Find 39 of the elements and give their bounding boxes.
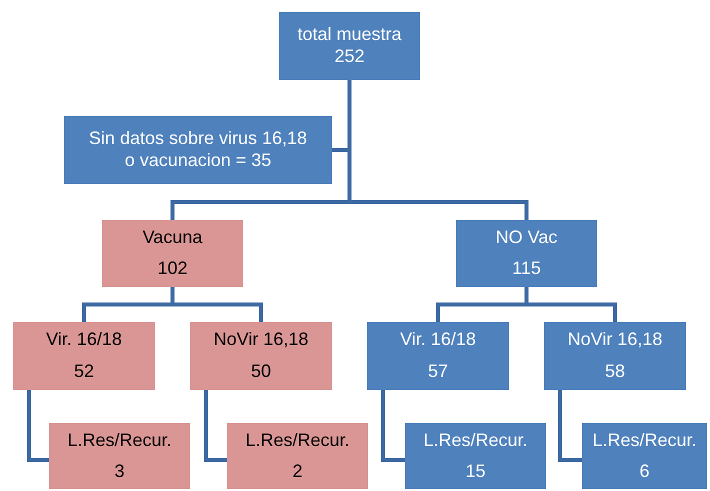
count-label: 50 [250, 361, 272, 383]
count-label: 57 [428, 361, 448, 383]
box-label: Vir. 16/18 [46, 329, 122, 351]
count-label: 6 [639, 460, 650, 482]
count-label: 115 [512, 258, 541, 280]
box-label: Vacuna [142, 226, 202, 249]
box-label: Vir. 16/18 [400, 329, 476, 351]
org-chart-box [64, 116, 332, 184]
count-label: 15 [465, 460, 486, 482]
org-chart-box [13, 322, 155, 390]
box-label: NoVir 16,18 [568, 329, 662, 351]
org-chart-box [190, 322, 332, 390]
count-label: 52 [74, 361, 94, 383]
box-label: L.Res/Recur. [592, 430, 697, 452]
count-label: 58 [604, 361, 626, 383]
count-label: 252 [334, 46, 365, 68]
connector-line [558, 390, 582, 462]
box-label: NO Vac [496, 226, 558, 249]
box-label: Sin datos sobre virus 16,18 o vacunacion = 35 [88, 128, 308, 172]
box-label: L.Res/Recur. [245, 430, 350, 452]
box-label: L.Res/Recur. [67, 430, 172, 452]
org-chart-box [49, 423, 190, 489]
connector-line [204, 390, 227, 462]
box-label: total muestra [297, 24, 402, 46]
connector-line [27, 390, 49, 462]
org-chart-box [227, 423, 368, 489]
org-chart-box [582, 423, 707, 489]
count-label: 3 [114, 460, 124, 482]
org-chart-box [456, 220, 597, 287]
org-chart-box [102, 220, 243, 287]
box-label: L.Res/Recur. [423, 430, 528, 452]
org-chart-box [367, 322, 509, 390]
count-label: 102 [157, 258, 188, 280]
count-label: 2 [292, 460, 302, 482]
org-chart-box [405, 423, 546, 489]
org-chart-box [544, 322, 686, 390]
org-chart-box [279, 12, 420, 80]
box-label: NoVir 16,18 [214, 329, 308, 351]
connector-line [381, 390, 405, 462]
